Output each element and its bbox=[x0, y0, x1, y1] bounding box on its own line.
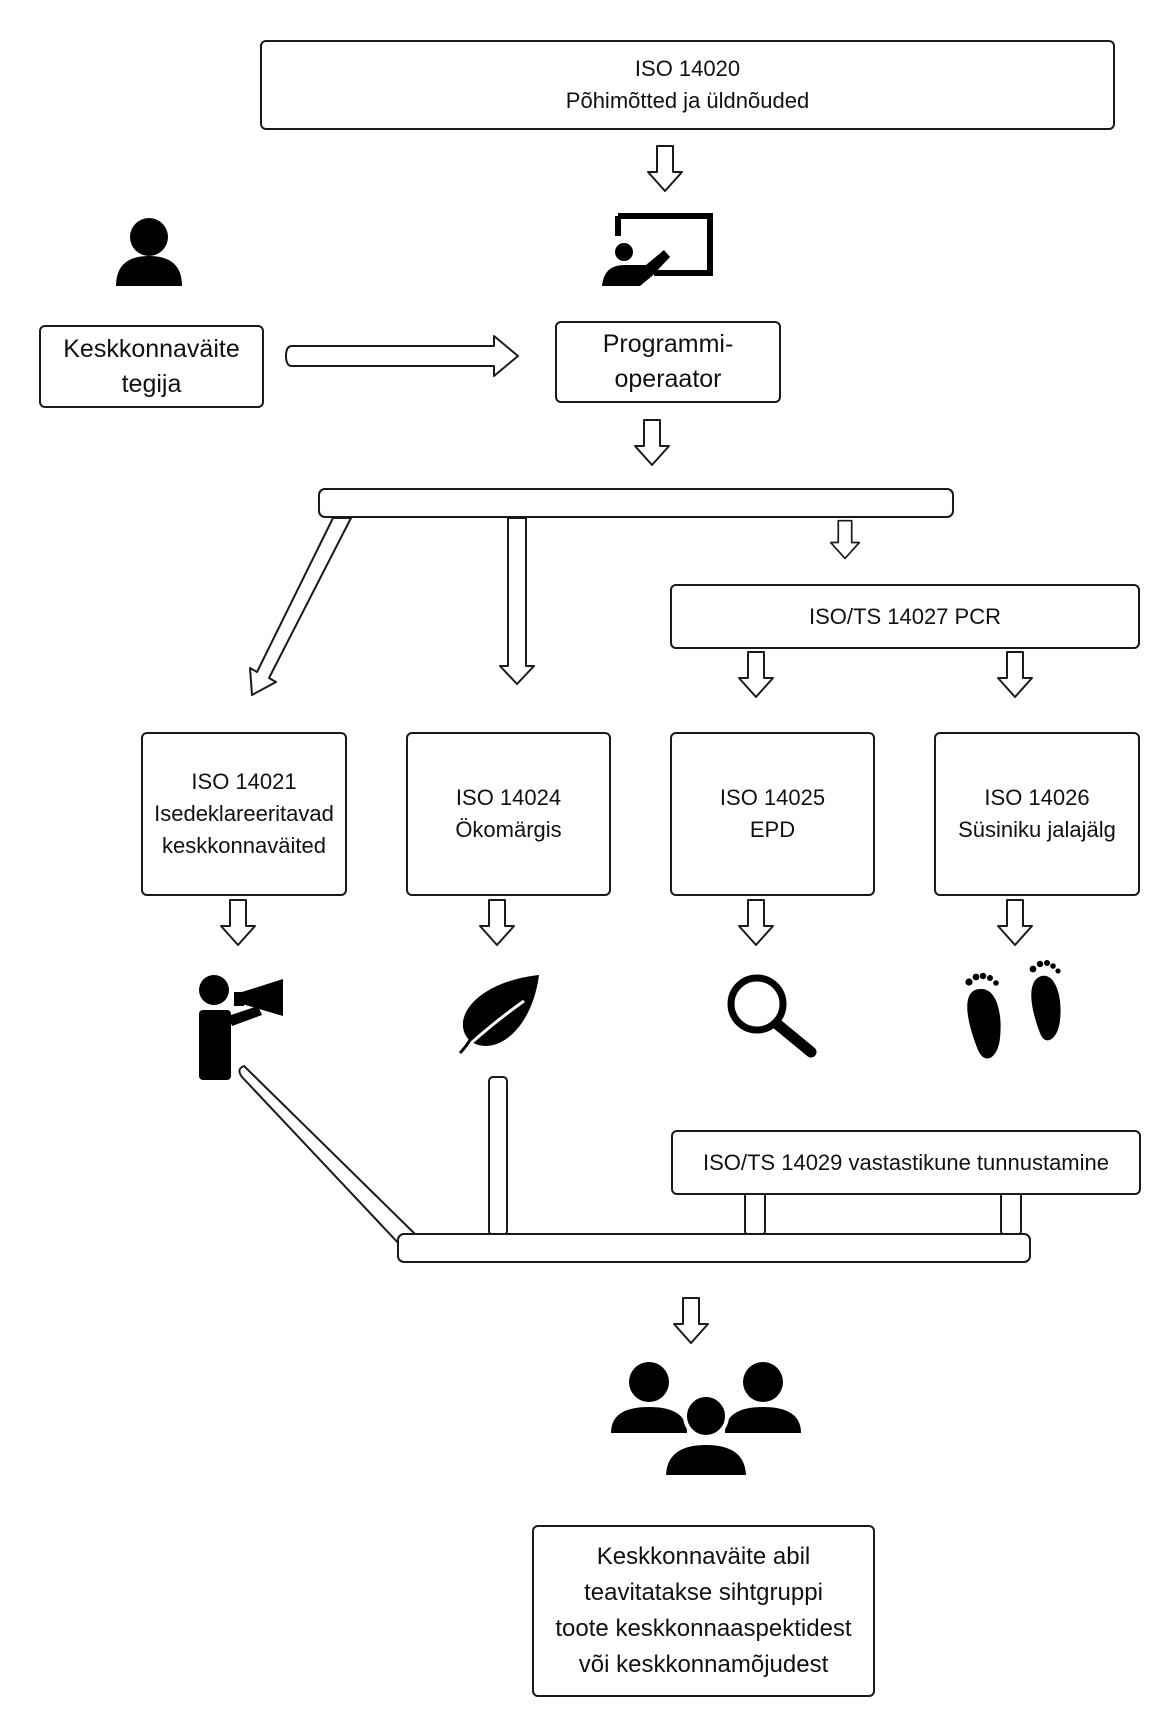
iso14026-box: ISO 14026 Süsiniku jalajälg bbox=[934, 732, 1140, 896]
arrow-down-14020 bbox=[647, 145, 683, 192]
collector-bar-bottom bbox=[397, 1233, 1031, 1263]
connector-14024 bbox=[488, 1076, 508, 1236]
iso14025-box: ISO 14025 EPD bbox=[670, 732, 875, 896]
iso14024-subtitle: Ökomärgis bbox=[455, 817, 562, 842]
magnifier-icon bbox=[727, 974, 817, 1058]
operator-line1: Programmi- bbox=[602, 330, 734, 358]
program-operator-box: Programmi- operaator bbox=[555, 321, 781, 403]
person-icon bbox=[116, 218, 182, 286]
connector-14025 bbox=[744, 1187, 766, 1236]
arrow-down-14024-icon bbox=[479, 899, 515, 946]
arrow-down-to-14027 bbox=[829, 519, 861, 560]
iso14025-title: ISO 14025 bbox=[719, 785, 826, 810]
iso14026-subtitle: Süsiniku jalajälg bbox=[958, 817, 1116, 842]
iso14021-box: ISO 14021 Isedeklareeritavad keskkonnavä… bbox=[141, 732, 347, 896]
arrow-diagonal-to-14021 bbox=[249, 517, 352, 696]
iso14026-title: ISO 14026 bbox=[984, 785, 1090, 810]
target-group-box: Keskkonnaväite abil teavitatakse sihtgru… bbox=[532, 1525, 875, 1697]
arrow-down-to-14024 bbox=[499, 517, 535, 685]
claimant-line2: tegija bbox=[121, 369, 182, 398]
group-icon bbox=[611, 1362, 801, 1479]
iso14021-line3: keskkonnaväited bbox=[162, 833, 326, 858]
presenter-icon bbox=[602, 213, 713, 286]
arrow-down-14025-icon bbox=[738, 899, 774, 946]
arrow-down-to-14025 bbox=[738, 651, 774, 698]
iso14020-box: ISO 14020 Põhimõtted ja üldnõuded bbox=[260, 40, 1115, 130]
iso14024-box: ISO 14024 Ökomärgis bbox=[406, 732, 611, 896]
target-group-line4: või keskkonnamõjudest bbox=[578, 1651, 829, 1678]
footprints-icon bbox=[965, 960, 1061, 1059]
leaf-icon bbox=[456, 975, 539, 1057]
target-group-line2: teavitatakse sihtgruppi bbox=[584, 1579, 823, 1606]
iso14029-label: ISO/TS 14029 vastastikune tunnustamine bbox=[702, 1149, 1109, 1175]
iso14020-title: ISO 14020 bbox=[634, 56, 741, 81]
claimant-box: Keskkonnaväite tegija bbox=[39, 325, 264, 408]
target-group-line3: toote keskkonnaaspektidest bbox=[555, 1615, 852, 1642]
arrow-down-14021-icon bbox=[220, 899, 256, 946]
arrow-down-to-14026 bbox=[997, 651, 1033, 698]
connector-14026 bbox=[1000, 1187, 1022, 1236]
arrow-down-operator bbox=[634, 419, 670, 466]
arrow-down-to-group bbox=[673, 1297, 709, 1344]
connector-diagonal-14021 bbox=[238, 1065, 416, 1248]
iso14020-subtitle: Põhimõtted ja üldnõuded bbox=[565, 88, 810, 113]
operator-line2: operaator bbox=[614, 365, 722, 393]
distribution-bar-top bbox=[318, 488, 954, 518]
iso14027-box: ISO/TS 14027 PCR bbox=[670, 584, 1140, 649]
iso14027-label: ISO/TS 14027 PCR bbox=[809, 603, 1001, 629]
iso14024-title: ISO 14024 bbox=[455, 785, 562, 810]
claimant-line1: Keskkonnaväite bbox=[63, 334, 240, 363]
arrow-down-14026-icon bbox=[997, 899, 1033, 946]
iso14021-line2: Isedeklareeritavad bbox=[154, 801, 334, 826]
arrow-right-to-operator bbox=[285, 335, 519, 377]
megaphone-icon bbox=[199, 975, 283, 1080]
iso14029-box: ISO/TS 14029 vastastikune tunnustamine bbox=[671, 1130, 1141, 1195]
iso14025-subtitle: EPD bbox=[749, 817, 796, 842]
iso14021-title: ISO 14021 bbox=[191, 769, 297, 794]
target-group-line1: Keskkonnaväite abil bbox=[596, 1543, 811, 1570]
